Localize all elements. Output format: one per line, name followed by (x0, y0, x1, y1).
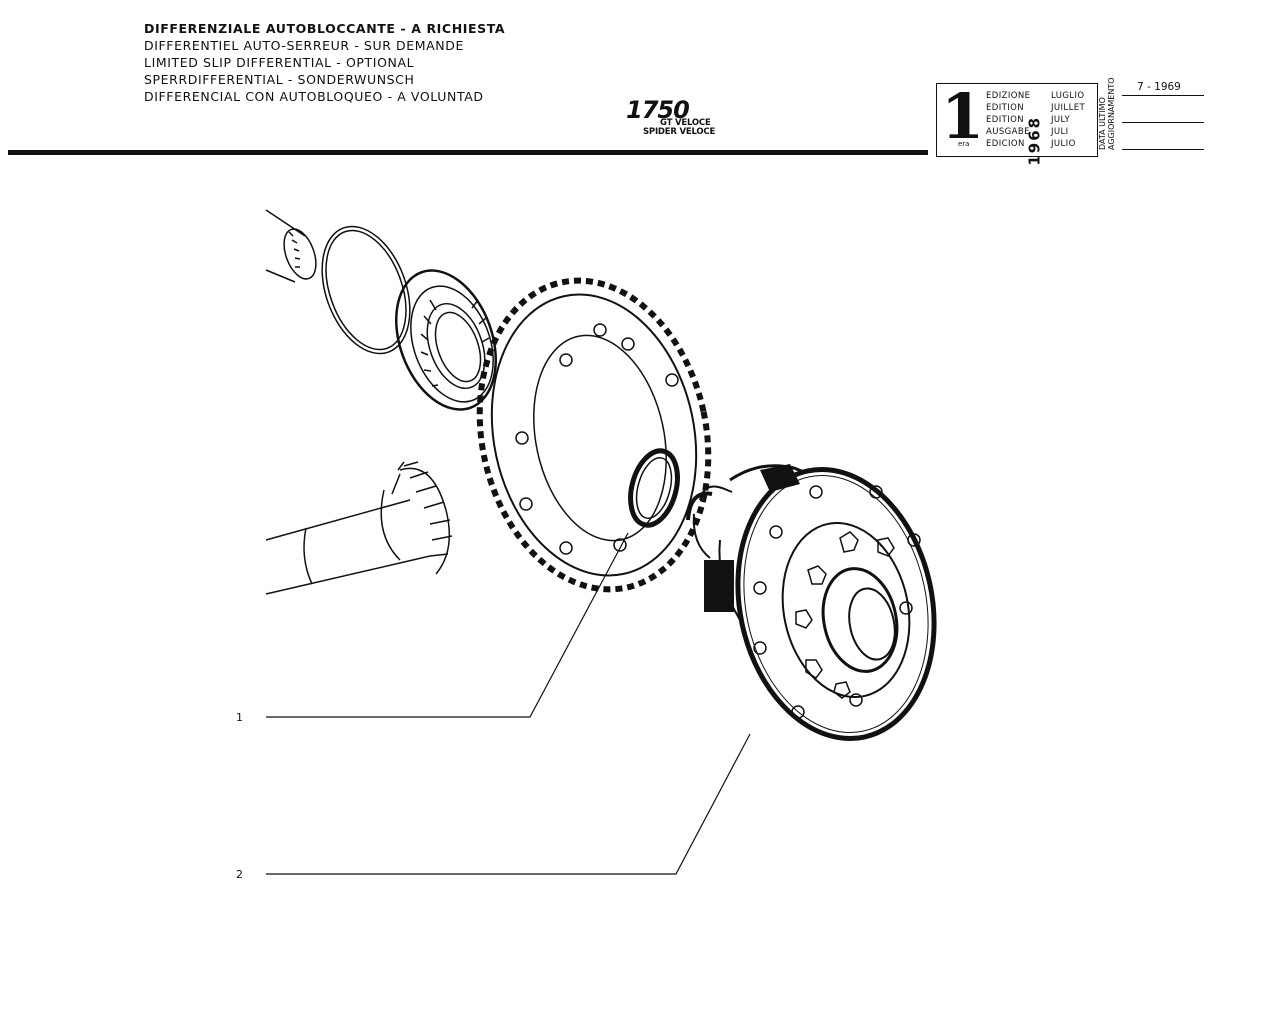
title-block: DIFFERENZIALE AUTOBLOCCANTE - A RICHIEST… (144, 20, 505, 105)
model-logo: 1750 (626, 96, 690, 124)
seal-ring (628, 448, 680, 528)
edition-suffix: st (958, 116, 965, 124)
edition-month: JULI (1051, 127, 1069, 137)
edition-label: EDIZIONE (986, 91, 1031, 101)
bearing (395, 269, 497, 411)
update-line (1122, 122, 1204, 123)
title-english: LIMITED SLIP DIFFERENTIAL - OPTIONAL (144, 55, 415, 70)
edition-label: EDITION (986, 103, 1024, 113)
submodel-spider: SPIDER VELOCE (643, 127, 716, 137)
edition-number: 1 (941, 80, 985, 153)
edition-month: JULY (1051, 115, 1071, 125)
update-line (1122, 95, 1204, 96)
differential-case (686, 464, 937, 742)
title-spanish: DIFFERENCIAL CON AUTOBLOQUEO - A VOLUNTA… (144, 89, 484, 104)
edition-suffix: era (958, 140, 970, 148)
edition-label: AUSGABE (986, 127, 1030, 137)
edition-label: EDICION (986, 139, 1025, 149)
edition-label: EDITION (986, 115, 1024, 125)
edition-suffix: . (958, 128, 961, 136)
callout-1: 1 (236, 711, 243, 724)
leader-line-1 (266, 532, 629, 718)
leader-line-2 (266, 733, 751, 875)
title-italian: DIFFERENZIALE AUTOBLOCCANTE - A RICHIEST… (144, 21, 506, 36)
edition-month: LUGLIO (1051, 91, 1085, 101)
edition-suffix: ère (958, 104, 970, 112)
edition-month: JUILLET (1051, 103, 1086, 113)
edition-month: JULIO (1051, 139, 1076, 149)
circlip-ring (321, 225, 411, 355)
pinion-shaft (265, 461, 453, 595)
ring-gear (476, 277, 712, 593)
callout-2: 2 (236, 868, 243, 881)
submodel-gt: GT VELOCE (660, 118, 711, 128)
edition-box (936, 83, 1098, 157)
splined-shaft (265, 209, 317, 283)
title-french: DIFFERENTIEL AUTO-SERREUR - SUR DEMANDE (144, 38, 464, 53)
edition-suffix: a (958, 92, 963, 100)
header-rule (8, 150, 928, 155)
update-line (1122, 149, 1204, 150)
update-entry: 7 - 1969 (1137, 81, 1181, 93)
title-german: SPERRDIFFERENTIAL - SONDERWUNSCH (144, 72, 415, 87)
